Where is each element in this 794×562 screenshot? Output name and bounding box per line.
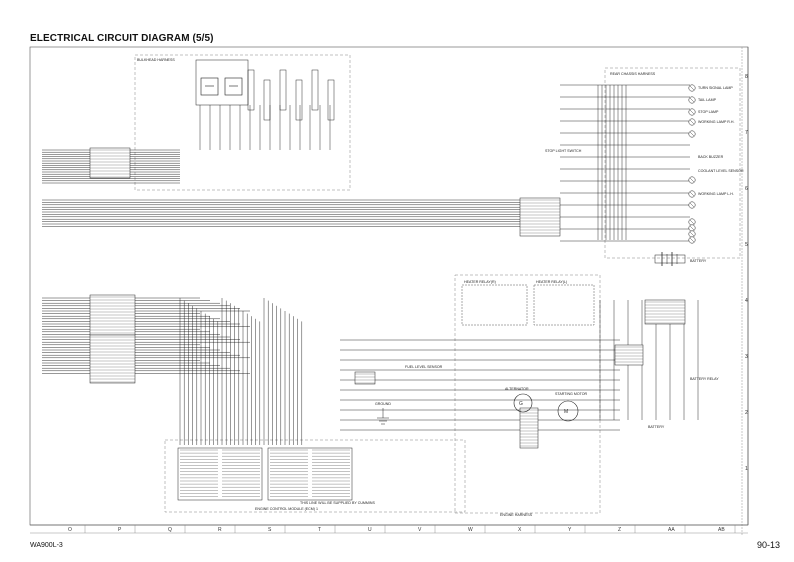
zone-label-AA: AA	[668, 527, 675, 533]
page-number: 90-13	[757, 540, 781, 550]
zone-label-3: 3	[745, 354, 748, 360]
ecm-region	[164, 439, 466, 513]
zone-label-U: U	[368, 527, 372, 533]
zone-label-O: O	[68, 527, 72, 533]
battery-label-2: BATTERY	[648, 425, 665, 429]
connector-block-7	[644, 299, 686, 325]
zone-label-X: X	[518, 527, 522, 533]
heater-relay-left-label: HEATER RELAY(R)	[464, 280, 496, 284]
connector-block-3	[519, 197, 561, 237]
alternator-g: G	[519, 401, 523, 407]
ground-label: GROUND	[375, 402, 391, 406]
bulkhead-harness-region	[134, 54, 351, 191]
alternator-symbol	[513, 393, 533, 413]
battery-symbol	[654, 252, 686, 266]
ground-symbol	[377, 408, 389, 425]
engine-harness-region	[454, 274, 601, 514]
zone-label-AB: AB	[718, 527, 725, 533]
component-label-4: BACK BUZZER	[698, 155, 724, 159]
starting-motor-m: M	[564, 409, 568, 415]
component-label-2: STOP LAMP	[698, 110, 719, 114]
diagram-frame	[29, 46, 749, 526]
connector-block-0	[89, 147, 131, 179]
zone-label-5: 5	[745, 242, 748, 248]
bulkhead-label: BULKHEAD HARNESS	[137, 58, 175, 62]
zone-labels-bottom: O P Q R S T U V W X Y Z AA AB	[68, 525, 736, 533]
ecm-connector-pins	[177, 447, 353, 501]
heater-relay-left-box	[461, 284, 528, 326]
relay-block-top	[195, 59, 249, 106]
zone-label-7: 7	[745, 130, 748, 136]
connector-block-4	[354, 371, 376, 385]
zone-label-R: R	[218, 527, 222, 533]
component-label-3: WORKING LAMP R.H.	[698, 120, 734, 124]
page-title: ELECTRICAL CIRCUIT DIAGRAM (5/5)	[30, 33, 214, 44]
zone-label-P: P	[118, 527, 122, 533]
zone-label-2: 2	[745, 410, 748, 416]
engine-harness-label: ENGINE HARNESS	[500, 513, 533, 517]
wire-bundle	[42, 69, 699, 449]
starting-motor-label: STARTING MOTOR	[555, 392, 588, 396]
heater-relay-right-label: HEATER RELAY(L)	[536, 280, 567, 284]
zone-label-Y: Y	[568, 527, 572, 533]
rear-harness-label: REAR CHASSIS HARNESS	[610, 72, 656, 76]
battery-label: BATTERY	[690, 259, 707, 263]
ecm-label: ENGINE CONTROL MODULE (ECM) 1	[255, 507, 318, 511]
zone-label-1: 1	[745, 466, 748, 472]
alternator-label: ALTERNATOR	[505, 387, 529, 391]
zone-label-Q: Q	[168, 527, 172, 533]
zone-label-Z: Z	[618, 527, 621, 533]
zone-label-V: V	[418, 527, 422, 533]
component-label-0: TURN SIGNAL LAMP	[698, 86, 733, 90]
component-label-5: COOLANT LEVEL SENSOR	[698, 169, 744, 173]
zone-label-W: W	[468, 527, 473, 533]
component-label-6: WORKING LAMP L.H.	[698, 192, 734, 196]
zone-label-4: 4	[745, 298, 748, 304]
model-number: WA900L-3	[30, 542, 63, 549]
heater-relay-right-box	[533, 284, 595, 326]
battery-relay-label: BATTERY RELAY	[690, 377, 719, 381]
zone-label-6: 6	[745, 186, 748, 192]
rear-chassis-harness-region	[604, 67, 741, 259]
zone-label-T: T	[318, 527, 321, 533]
component-label-1: TAIL LAMP	[698, 98, 717, 102]
starting-motor-symbol	[557, 400, 579, 422]
zone-label-S: S	[268, 527, 272, 533]
component-label-8: STOP LIGHT SWITCH	[545, 149, 582, 153]
zone-label-8: 8	[745, 74, 748, 80]
zone-labels-right: 8 7 6 5 4 3 2 1	[745, 74, 748, 472]
connector-block-2	[89, 334, 136, 384]
component-label-7: FUEL LEVEL SENSOR	[405, 365, 443, 369]
supplied-note: THIS LINE WILL BE SUPPLIED BY CUMMINS	[300, 501, 375, 505]
